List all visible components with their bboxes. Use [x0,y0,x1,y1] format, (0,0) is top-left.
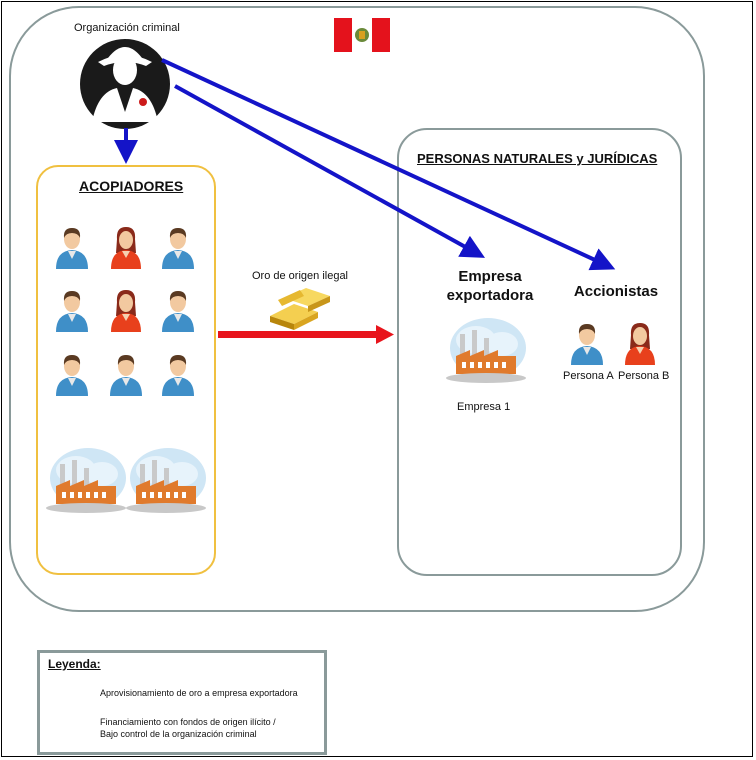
male-person-icon [110,355,142,396]
female-person-icon [625,323,655,365]
male-person-icon [56,291,88,332]
red-arrow-gold-supply [218,325,394,344]
male-person-icon [56,355,88,396]
gold-bars-icon [270,288,330,330]
accionistas-title: Accionistas [573,283,659,300]
hacker-icon [80,39,170,129]
female-person-icon [111,290,141,332]
factory-icon [126,448,206,513]
legend-box: Leyenda: Aprovisionamiento de oro a empr… [37,650,327,755]
female-person-icon [111,227,141,269]
factory-icon [46,448,126,513]
personas-title: PERSONAS NATURALES y JURÍDICAS [417,151,658,166]
factory-icon [446,318,526,383]
gold-label: Oro de origen ilegal [252,270,349,282]
empresa-title: Empresa exportadora [440,267,540,305]
legend-red-text: Aprovisionamiento de oro a empresa expor… [100,688,298,698]
peru-flag-icon [334,18,390,52]
male-person-icon [56,228,88,269]
empresa-caption: Empresa 1 [457,401,511,413]
male-person-icon [162,355,194,396]
country-boundary [9,6,705,612]
personas-box [397,128,682,576]
acopiadores-title: ACOPIADORES [79,178,184,194]
male-person-icon [162,228,194,269]
persona-a-label: Persona A [563,370,614,382]
persona-b-label: Persona B [618,370,670,382]
blue-arrow-to-empresa [174,84,485,258]
legend-title: Leyenda: [48,657,101,671]
male-person-icon [571,324,603,365]
empresa-title-line1: Empresa [458,268,522,285]
org-label: Organización criminal [74,22,180,34]
blue-arrow-to-accionistas [161,58,616,271]
male-person-icon [162,291,194,332]
acopiadores-box [36,165,216,575]
legend-blue-text-2: Bajo control de la organización criminal [100,729,257,739]
empresa-title-line2: exportadora [446,287,534,304]
legend-blue-text-1: Financiamiento con fondos de origen ilíc… [100,717,276,727]
